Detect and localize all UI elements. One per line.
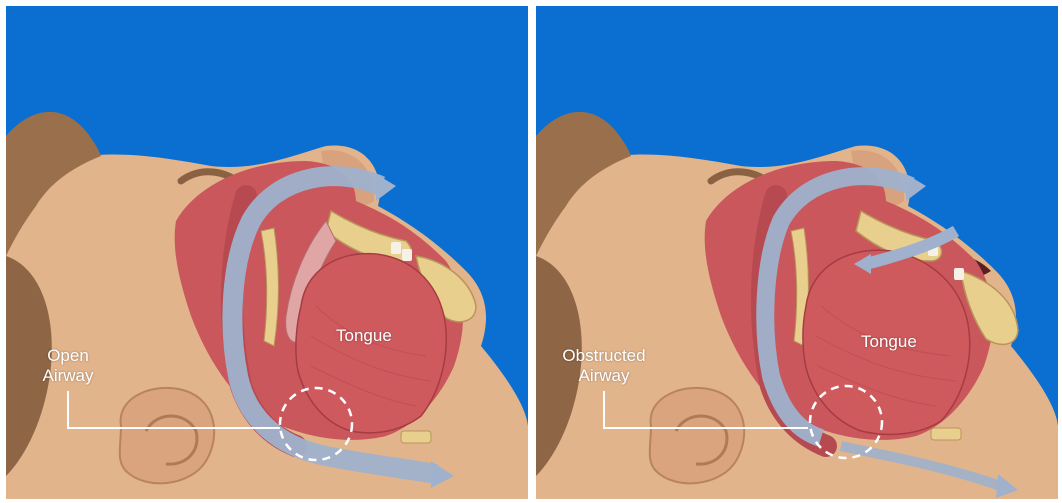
hyoid-bone	[931, 428, 961, 440]
airway-label: Open Airway	[36, 346, 100, 386]
airway-label-line1: Open	[36, 346, 100, 366]
airway-label-line2: Airway	[36, 366, 100, 386]
airway-label-line1: Obstructed	[544, 346, 664, 366]
lower-tooth	[402, 249, 412, 261]
tongue-label: Tongue	[861, 332, 917, 352]
open-airway-panel: Open Airway Tongue	[6, 6, 528, 499]
obstructed-airway-panel: Obstructed Airway Tongue	[536, 6, 1058, 499]
ear	[120, 388, 214, 483]
tongue-label: Tongue	[336, 326, 392, 346]
ear	[650, 388, 744, 483]
lower-tooth	[954, 268, 964, 280]
obstructed-airway-illustration	[536, 6, 1058, 499]
open-airway-illustration	[6, 6, 528, 499]
airway-label: Obstructed Airway	[544, 346, 664, 386]
hyoid-bone	[401, 431, 431, 443]
upper-tooth	[391, 242, 401, 254]
airway-label-line2: Airway	[544, 366, 664, 386]
